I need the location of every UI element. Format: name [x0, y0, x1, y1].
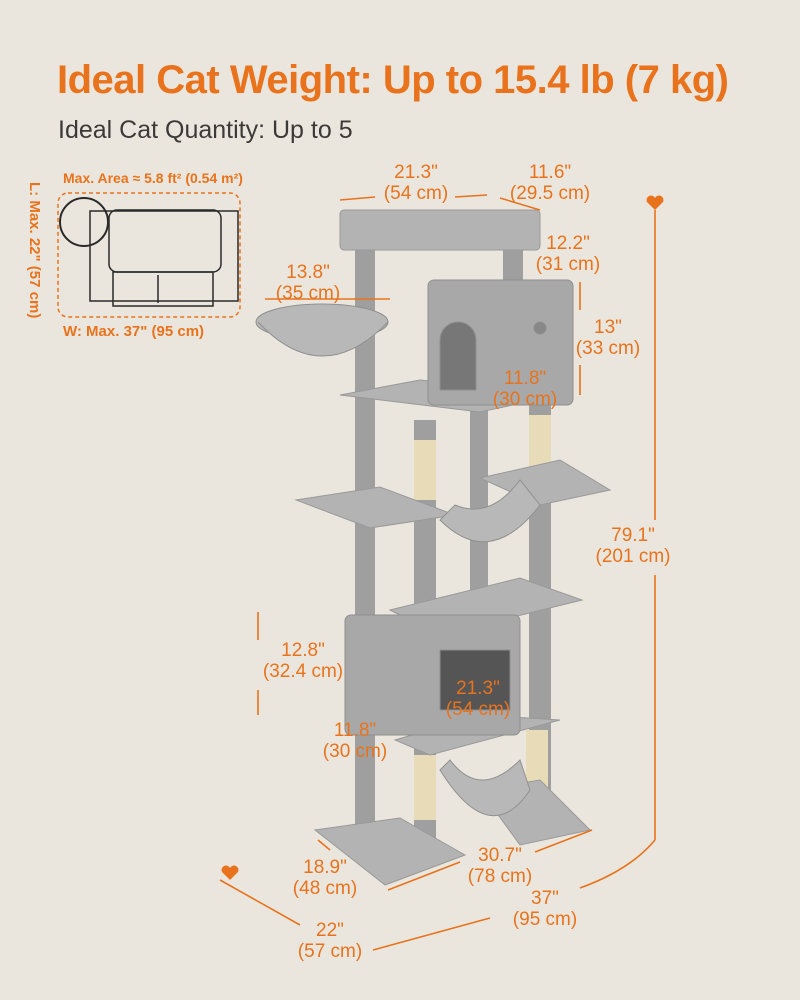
top-perch-width-label: 21.3"(54 cm): [383, 162, 449, 204]
sisal-sections: [414, 415, 551, 820]
overall-width-label: 37"(95 cm): [512, 888, 578, 930]
condos: [344, 279, 574, 736]
condo-height-label: 13"(33 cm): [575, 317, 641, 359]
heart-icon: [646, 195, 664, 210]
max-width-label: W: Max. 37" (95 cm): [63, 323, 205, 340]
lower-platform-depth-label: 11.8"(30 cm): [322, 720, 388, 762]
ideal-quantity-text: Ideal Cat Quantity: Up to 5: [58, 116, 353, 144]
footprint-diagram: [57, 192, 241, 318]
total-height-label: 79.1"(201 cm): [595, 525, 671, 567]
base-depth-label: 18.9"(48 cm): [292, 857, 358, 899]
basket-diameter-label: 13.8"(35 cm): [275, 262, 341, 304]
dimension-lines: [219, 194, 656, 951]
basket-and-hammocks: [255, 303, 541, 817]
lower-condo-height-label: 12.8"(32.4 cm): [262, 640, 344, 682]
lower-platform-width-label: 21.3"(54 cm): [445, 678, 511, 720]
ideal-weight-heading: Ideal Cat Weight: Up to 15.4 lb (7 kg): [57, 58, 729, 102]
condo-width-label: 12.2"(31 cm): [535, 233, 601, 275]
base-width-label: 30.7"(78 cm): [467, 845, 533, 887]
condo-depth-label: 11.8"(30 cm): [492, 368, 558, 410]
heart-markers: [221, 195, 664, 880]
top-perch-depth-label: 11.6"(29.5 cm): [509, 162, 591, 204]
max-area-label: Max. Area ≈ 5.8 ft² (0.54 m²): [63, 170, 243, 186]
overall-depth-label: 22"(57 cm): [297, 920, 363, 962]
heart-icon: [221, 865, 239, 880]
